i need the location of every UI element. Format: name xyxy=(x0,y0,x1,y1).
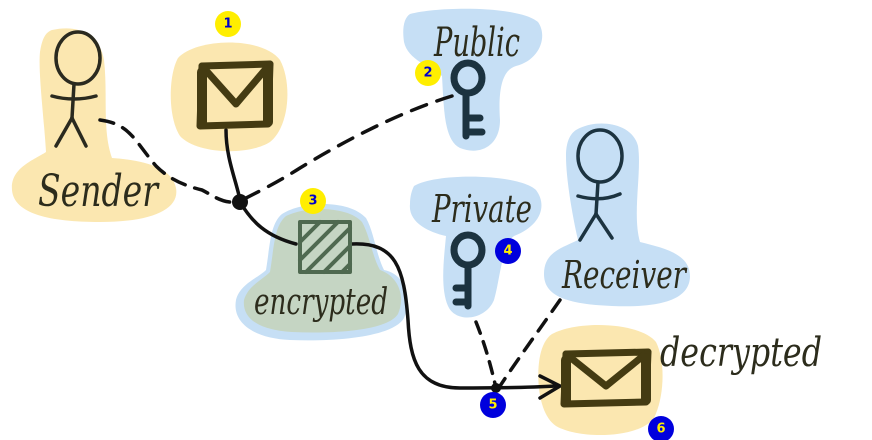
step-badge-1-text: 1 xyxy=(223,17,232,32)
step-badge-1: 1 xyxy=(215,11,241,37)
encrypted-label: encrypted xyxy=(254,282,388,323)
step-badge-6-text: 6 xyxy=(656,422,665,437)
decrypt-junction-dot xyxy=(491,383,501,393)
step-badge-5-text: 5 xyxy=(488,398,497,413)
decrypt-arrowhead xyxy=(538,374,564,400)
decrypted-envelope-icon xyxy=(560,348,652,408)
step-badge-4: 4 xyxy=(495,238,521,264)
receiver-label: Receiver xyxy=(561,253,688,297)
private-key-blob xyxy=(409,176,542,318)
step-badge-2: 2 xyxy=(415,60,441,86)
public-key-to-junction-dashed xyxy=(240,94,454,202)
private-key-to-decrypt-dashed xyxy=(474,320,498,390)
message-envelope-icon xyxy=(196,60,274,130)
private-key-label: Private xyxy=(431,187,532,231)
step-badge-3-text: 3 xyxy=(308,194,317,209)
connector-layer xyxy=(98,94,564,400)
receiver-figure-icon xyxy=(576,128,624,242)
decrypted-label: decrypted xyxy=(660,330,822,376)
public-key-label: Public xyxy=(433,20,520,66)
sender-figure-icon xyxy=(50,30,102,148)
step-badge-5: 5 xyxy=(480,392,506,418)
private-key-icon xyxy=(450,231,486,310)
receiver-to-decrypt-dashed xyxy=(498,298,562,388)
encrypted-box-icon xyxy=(298,220,352,274)
sender-blob xyxy=(11,28,177,222)
step-badge-2-text: 2 xyxy=(423,66,432,81)
step-badge-3: 3 xyxy=(300,188,326,214)
public-key-blob xyxy=(403,8,543,151)
junction-dot xyxy=(232,194,248,210)
sender-label: Sender xyxy=(38,166,160,217)
public-key-icon xyxy=(450,59,486,140)
step-badge-6: 6 xyxy=(648,416,674,440)
step-badge-4-text: 4 xyxy=(503,244,512,259)
sender-to-junction-dashed xyxy=(98,118,242,205)
